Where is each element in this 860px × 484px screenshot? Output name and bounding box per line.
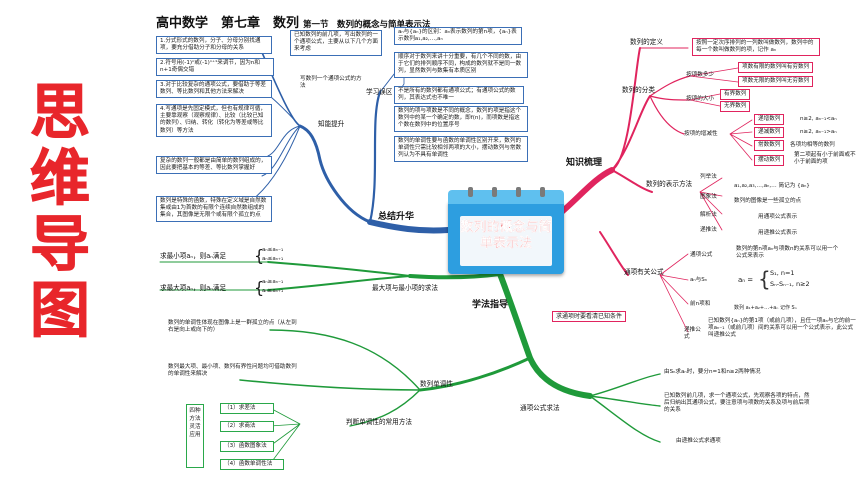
center-node: 数列的概念与简单表示法: [448, 187, 564, 274]
improve-item-2: 3.对于比较复杂的通项公式，要借助于等差数列、等比数列和其他方法来解决: [156, 80, 272, 99]
knowledge-represent-label: 数列的表示方法: [646, 180, 693, 188]
branch-knowledge: 知识梳理: [566, 158, 603, 168]
knowledge-note: 求通项时要看清已知条件: [552, 311, 627, 323]
judge-item-0: （1）求差法: [220, 403, 274, 415]
knowledge-classify-label: 数列的分类: [622, 86, 655, 94]
improve-item-3: 4.写通项是先固定模式，但也有规律可循，主要靠观察（观察规律）、比较（比较已知的…: [156, 104, 272, 137]
brace-icon: {: [758, 267, 771, 291]
formula-recur-val: 已知数列{aₙ}的第1项（或前几项），且任一项aₙ与它的前一项aₙ₋₁（或前几项…: [708, 318, 856, 339]
branch-method: 学法指导: [472, 300, 509, 310]
mistake-item-1: 顺序对于数列来讲十分重要，有几个不同的数，由于它们的排列顺序不同，构成的数列就不…: [394, 52, 528, 78]
summary-write-label: 写数列一个通项公式的方法: [300, 76, 362, 90]
formula-ansn-lead: aₙ =: [738, 276, 754, 284]
trend-item-0-key: 递增数列: [754, 114, 785, 126]
page-title: 高中数学 第七章 数列第一节 数列的概念与简单表示法: [156, 12, 431, 31]
formula-recur-key: 递推公式: [684, 327, 701, 341]
method-extreme-label: 最大项与最小项的求法: [372, 284, 438, 292]
brace-max-icon: {: [254, 278, 265, 297]
represent-2-val: 用通项公式表示: [758, 214, 798, 220]
represent-3-key: 递推法: [700, 227, 717, 233]
extreme-min-v2: aₙ≤aₙ₊₁: [262, 256, 284, 262]
judge-item-3: （4）函数单调性法: [220, 459, 284, 471]
by-count-item-0: 项数有限的数列叫有穷数列: [738, 62, 814, 74]
classify-by-size: 按项的大小: [686, 96, 714, 102]
judge-item-2: （3）函数图象法: [220, 441, 274, 453]
center-label: 数列的概念与简单表示法: [460, 220, 552, 251]
formula-sum-key: 前n项和: [690, 301, 711, 307]
method-connectors: [159, 261, 661, 465]
extreme-max-v1: aₙ≥aₙ₋₁: [262, 279, 284, 285]
method-general-label: 通项公式求法: [520, 404, 560, 412]
knowledge-def-label: 数列的定义: [630, 38, 663, 46]
mistake-item-0: aₙ与{aₙ}的区别：aₙ表示数列的第n项，{aₙ}表示数列a₁,a₂,…,aₙ: [394, 27, 522, 46]
mono-item-0: 数列的单调性体现在图像上是一群孤立的点（从左到右是向上或向下的）: [168, 320, 297, 334]
classify-by-count: 按项数多少: [686, 72, 714, 78]
formula-ansn-v2: Sₙ-Sₙ₋₁, n≥2: [770, 280, 810, 288]
by-size-item-1: 无界数列: [720, 101, 751, 113]
formula-general-key: 通项公式: [690, 252, 713, 258]
extreme-max-v2: aₙ≥aₙ₊₁: [262, 288, 284, 294]
general-item-0: 由Sₙ求aₙ时，要分n=1和n≥2两种情况: [664, 369, 761, 375]
mono-judge-label: 判断单调性的常用方法: [346, 418, 412, 426]
summary-improve-label: 知能提升: [318, 120, 345, 128]
mistake-item-3: 数列的项与项数是不同的概念，数列的项是指这个数列中的某一个确定的数，即f(n)，…: [394, 106, 528, 132]
by-size-item-0: 有界数列: [720, 89, 751, 101]
trend-item-1-val: n≥2, aₙ₋₁>aₙ: [800, 129, 837, 135]
judge-item-1: （2）求商法: [220, 421, 274, 433]
represent-1-key: 图象法: [700, 194, 717, 200]
title-main: 高中数学 第七章 数列: [156, 16, 300, 31]
improve-item-4: 复杂的数列一般都是由简单的数列组成的，因此要把基本的等差、等比数列掌握好: [156, 156, 272, 175]
knowledge-formula-label: 通项有关公式: [624, 268, 664, 276]
title-section: 第一节 数列的概念与简单表示法: [303, 20, 431, 30]
trend-item-0-val: n≥2, aₙ₋₁<aₙ: [800, 116, 837, 122]
extreme-min-key: 求最小项aₙ，则aₙ满足: [160, 252, 227, 260]
by-count-item-1: 项数无限的数列叫无穷数列: [738, 76, 814, 88]
mono-item-1: 数列最大项、最小项、数列有界性问题均可借助数列的单调性来解决: [168, 364, 297, 378]
extreme-min-v1: aₙ≤aₙ₋₁: [262, 247, 284, 253]
formula-ansn-v1: S₁, n=1: [770, 269, 795, 277]
side-title: 思维导图: [30, 78, 91, 346]
improve-item-1: 2.符号用(-1)ⁿ或(-1)ⁿ⁺¹来调节，因为n和n+1奇偶交错: [156, 58, 274, 77]
branch-summary: 总结升华: [378, 212, 415, 222]
represent-0-key: 列举法: [700, 174, 717, 180]
brace-min-icon: {: [254, 246, 265, 265]
trend-item-2-key: 常数数列: [754, 140, 785, 152]
extreme-max-key: 求最大项aₙ，则aₙ满足: [160, 284, 227, 292]
write-desc: 已知数列的前几项，写出数列的一个通项公式，主要从以下几个方面来考虑: [290, 30, 382, 56]
classify-by-trend: 按项的增减性: [684, 131, 718, 137]
improve-item-0: 1.分式形式的数列，分子、分母分别找通项，要充分借助分子和分母的关系: [156, 36, 272, 55]
summary-mistake-label: 学习误区: [366, 88, 393, 96]
trend-item-3-key: 摆动数列: [754, 155, 785, 167]
mistake-item-4: 数列的单调性要与函数的单调性区别开来，数列的单调性只需比较相邻两项的大小，摆动数…: [394, 136, 528, 162]
formula-ansn-key: aₙ与Sₙ: [690, 277, 708, 283]
formula-general-val: 数列的第n项aₙ与项数n的关系可以用一个公式来表示: [736, 246, 839, 260]
knowledge-def-desc: 按照一定次序排列的一列数叫做数列，数列中的每一个数叫做数列的项，记作 aₙ: [692, 38, 820, 57]
general-item-1: 已知数列前几项，求一个通项公式，先观察各项的特点，然后归纳出其通项公式，要注意项…: [664, 393, 810, 414]
improve-item-5: 数列是特殊的函数，特殊在定义域是自然数集或由1为首数的有限个连续自然数组成的集合…: [156, 196, 272, 222]
represent-1-val: 数列的图像是一些孤立的点: [734, 198, 802, 204]
method-mono-label: 数列单调性: [420, 380, 453, 388]
trend-item-1-key: 递减数列: [754, 127, 785, 139]
represent-0-val: a₁,a₂,a₃,…,aₙ,… 简记为 {aₙ}: [734, 183, 810, 189]
formula-sum-val: 数列 a₁+a₂+…+aₙ 记作 Sₙ: [734, 305, 797, 311]
judge-side: 四种方法灵活应用: [186, 404, 204, 468]
represent-2-key: 解析法: [700, 212, 717, 218]
trend-item-2-val: 各项均相等的数列: [790, 142, 835, 148]
general-item-2: 由递推公式求通项: [676, 438, 721, 444]
trend-item-3-val: 第二项起有小于前面或不小于前面的项: [794, 152, 856, 166]
knowledge-connectors: [537, 47, 753, 333]
represent-3-val: 用递推公式表示: [758, 230, 798, 236]
mistake-item-2: 不是所有的数列都有通项公式；有通项公式的数列，其表达式也不唯一: [394, 86, 524, 105]
